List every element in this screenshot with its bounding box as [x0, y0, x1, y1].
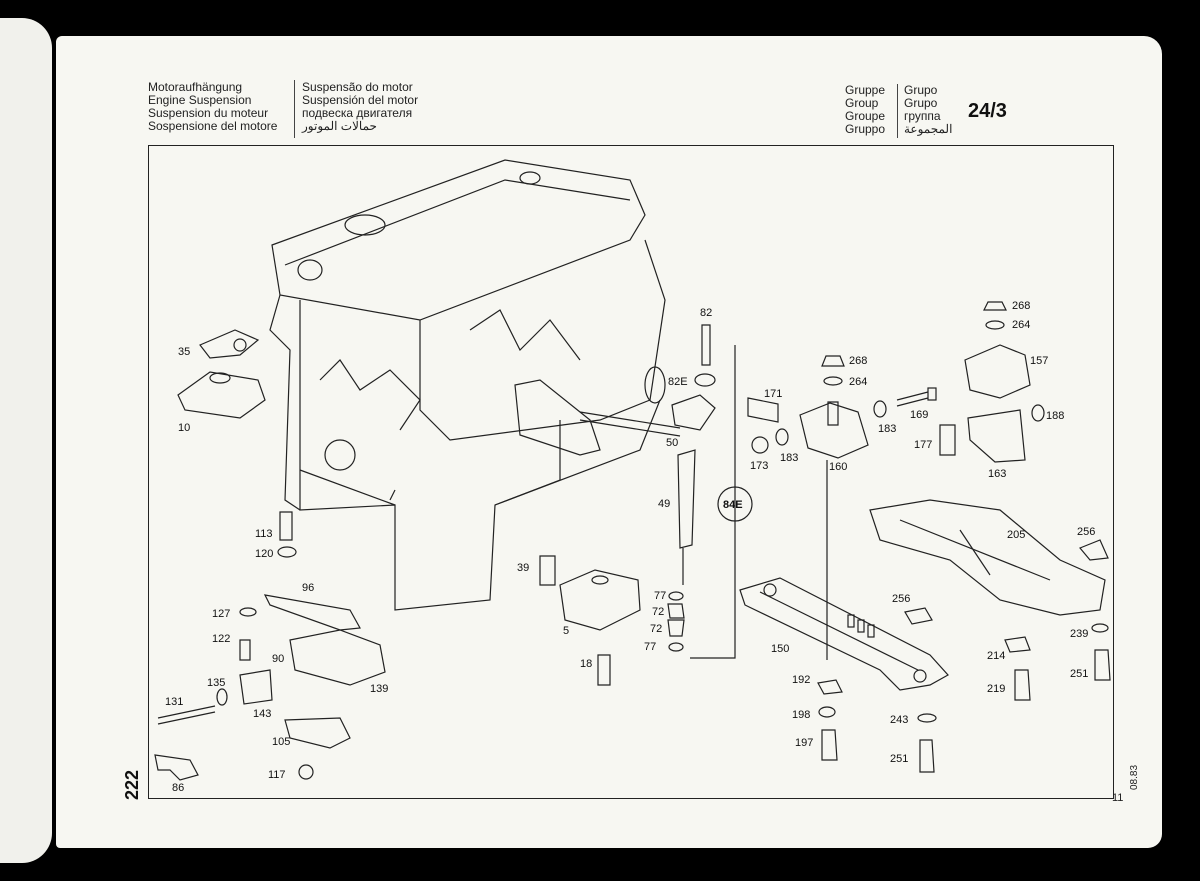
- callout-192: 192: [792, 674, 810, 686]
- callout-135: 135: [207, 677, 225, 689]
- callout-122: 122: [212, 633, 230, 645]
- callout-131: 131: [165, 696, 183, 708]
- callout-49: 49: [658, 498, 670, 510]
- callout-157: 157: [1030, 355, 1048, 367]
- callout-139: 139: [370, 683, 388, 695]
- title-en: Engine Suspension: [148, 93, 252, 107]
- callout-10: 10: [178, 422, 190, 434]
- callout-90: 90: [272, 653, 284, 665]
- callout-268-a: 268: [849, 355, 867, 367]
- callout-198: 198: [792, 709, 810, 721]
- callout-82e: 82E: [668, 376, 688, 388]
- header-divider: [294, 80, 295, 138]
- callout-143: 143: [253, 708, 271, 720]
- callout-177: 177: [914, 439, 932, 451]
- mount-parts-right-upper: [747, 301, 1045, 660]
- callout-183-a: 183: [780, 452, 798, 464]
- group-label-ar: المجموعة: [904, 122, 953, 136]
- title-pt: Suspensão do motor: [302, 80, 413, 94]
- group-label-en: Group: [845, 96, 879, 110]
- group-column-1: Gruppe Group Groupe Gruppo: [845, 84, 885, 136]
- page-number: 11: [1112, 792, 1124, 804]
- callout-256-b: 256: [892, 593, 910, 605]
- callout-82: 82: [700, 307, 712, 319]
- group-column-2: Grupo Grupo группа المجموعة: [904, 84, 952, 136]
- group-label-it: Gruppo: [845, 122, 886, 136]
- callout-160: 160: [829, 461, 847, 473]
- callout-239: 239: [1070, 628, 1088, 640]
- title-column-1: Motoraufhängung Engine Suspension Suspen…: [148, 81, 277, 133]
- callout-214: 214: [987, 650, 1005, 662]
- left-page-edge: [0, 18, 52, 863]
- callout-35: 35: [178, 346, 190, 358]
- group-label-es: Grupo: [904, 96, 938, 110]
- callout-50: 50: [666, 437, 678, 449]
- callout-163: 163: [988, 468, 1006, 480]
- callout-171: 171: [764, 388, 782, 400]
- callout-264-b: 264: [1012, 319, 1030, 331]
- callout-205: 205: [1007, 529, 1025, 541]
- callout-120: 120: [255, 548, 273, 560]
- callout-251-a: 251: [1070, 668, 1088, 680]
- mount-parts-right-lower: [739, 499, 1111, 773]
- callout-5: 5: [563, 625, 569, 637]
- engine-block-drawing: [269, 159, 666, 611]
- callout-72-a: 72: [652, 606, 664, 618]
- group-number: 24/3: [968, 100, 1007, 122]
- callout-127: 127: [212, 608, 230, 620]
- diagram-frame: [148, 145, 1114, 799]
- callout-77-a: 77: [654, 590, 666, 602]
- callout-18: 18: [580, 658, 592, 670]
- callout-243: 243: [890, 714, 908, 726]
- callout-96: 96: [302, 582, 314, 594]
- mount-parts-center: [514, 324, 753, 686]
- title-de: Motoraufhängung: [148, 80, 243, 94]
- title-column-2: Suspensão do motor Suspensión del motor …: [302, 81, 418, 133]
- catalog-page: [56, 36, 1162, 848]
- callout-150: 150: [771, 643, 789, 655]
- title-ar: حمالات الموتور: [302, 119, 377, 133]
- callout-113: 113: [255, 528, 273, 540]
- callout-188: 188: [1046, 410, 1064, 422]
- callout-labels: 35 10 82 82E 50 49 84E 171 173 183 268 2…: [165, 300, 1095, 794]
- group-divider: [897, 84, 898, 138]
- callout-39: 39: [517, 562, 529, 574]
- callout-84e: 84E: [723, 499, 743, 511]
- title-es: Suspensión del motor: [302, 93, 419, 107]
- group-label-pt: Grupo: [904, 83, 938, 97]
- title-fr: Suspension du moteur: [148, 106, 269, 120]
- callout-183-b: 183: [878, 423, 896, 435]
- callout-72-b: 72: [650, 623, 662, 635]
- callout-86: 86: [172, 782, 184, 794]
- callout-264-a: 264: [849, 376, 867, 388]
- callout-256-a: 256: [1077, 526, 1095, 538]
- callout-173: 173: [750, 460, 768, 472]
- callout-219: 219: [987, 683, 1005, 695]
- callout-105: 105: [272, 736, 290, 748]
- callout-197: 197: [795, 737, 813, 749]
- title-ru: подвеска двигателя: [302, 106, 413, 120]
- title-it: Sospensione del motore: [148, 119, 278, 133]
- callout-268-b: 268: [1012, 300, 1030, 312]
- group-label-de: Gruppe: [845, 83, 886, 97]
- group-label-fr: Groupe: [845, 109, 886, 123]
- callout-77-b: 77: [644, 641, 656, 653]
- mount-parts-left: [154, 329, 386, 781]
- group-label-ru: группа: [904, 109, 941, 123]
- callout-251-b: 251: [890, 753, 908, 765]
- callout-117: 117: [268, 769, 286, 781]
- callout-169: 169: [910, 409, 928, 421]
